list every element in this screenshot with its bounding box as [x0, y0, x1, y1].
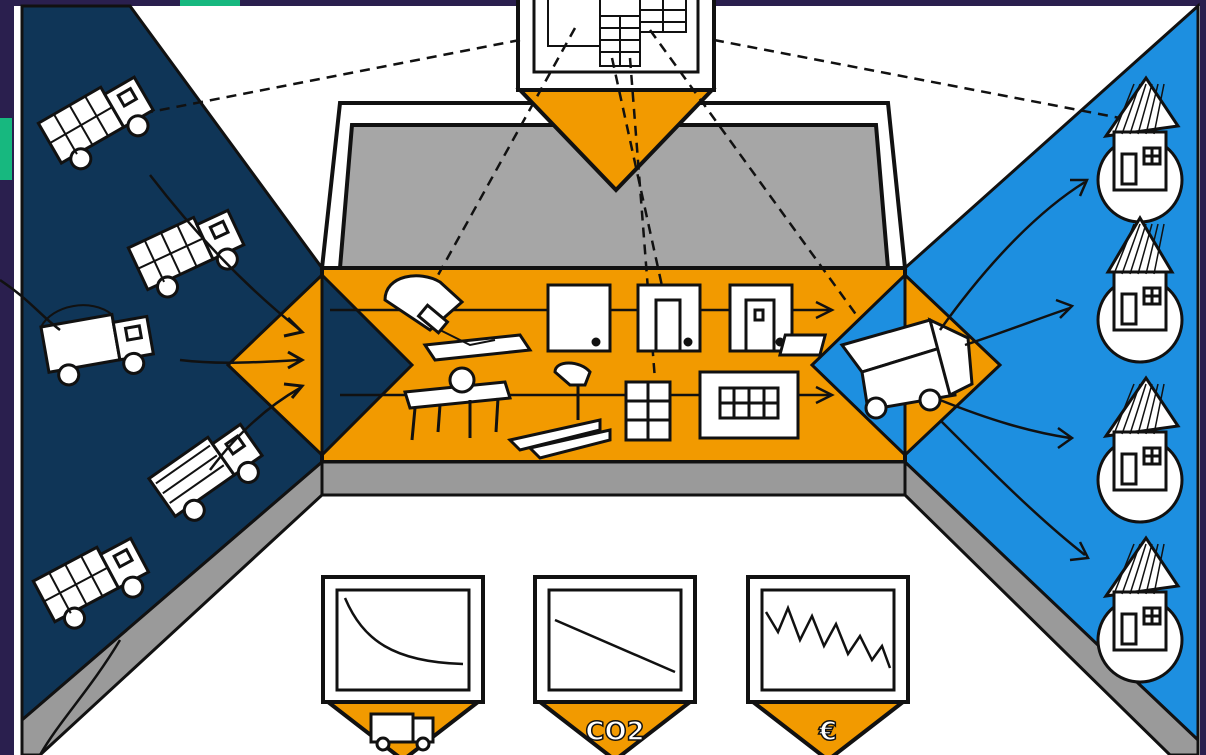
- co2-icon: CO2: [585, 717, 644, 747]
- green-accent-left: [0, 118, 12, 180]
- factory-floor-edge: [322, 462, 905, 495]
- monitor-screen: [337, 590, 469, 690]
- euro-icon: €: [818, 717, 837, 747]
- wall-opening-icon: [638, 285, 700, 351]
- window-grid-icon: [626, 382, 670, 440]
- window-panel-icon: [700, 372, 798, 438]
- wall-panel-icon: [548, 285, 610, 351]
- monitor-screen: [549, 590, 681, 690]
- green-accent-top: [180, 0, 240, 6]
- kpi-monitors: CO2 €: [323, 577, 908, 755]
